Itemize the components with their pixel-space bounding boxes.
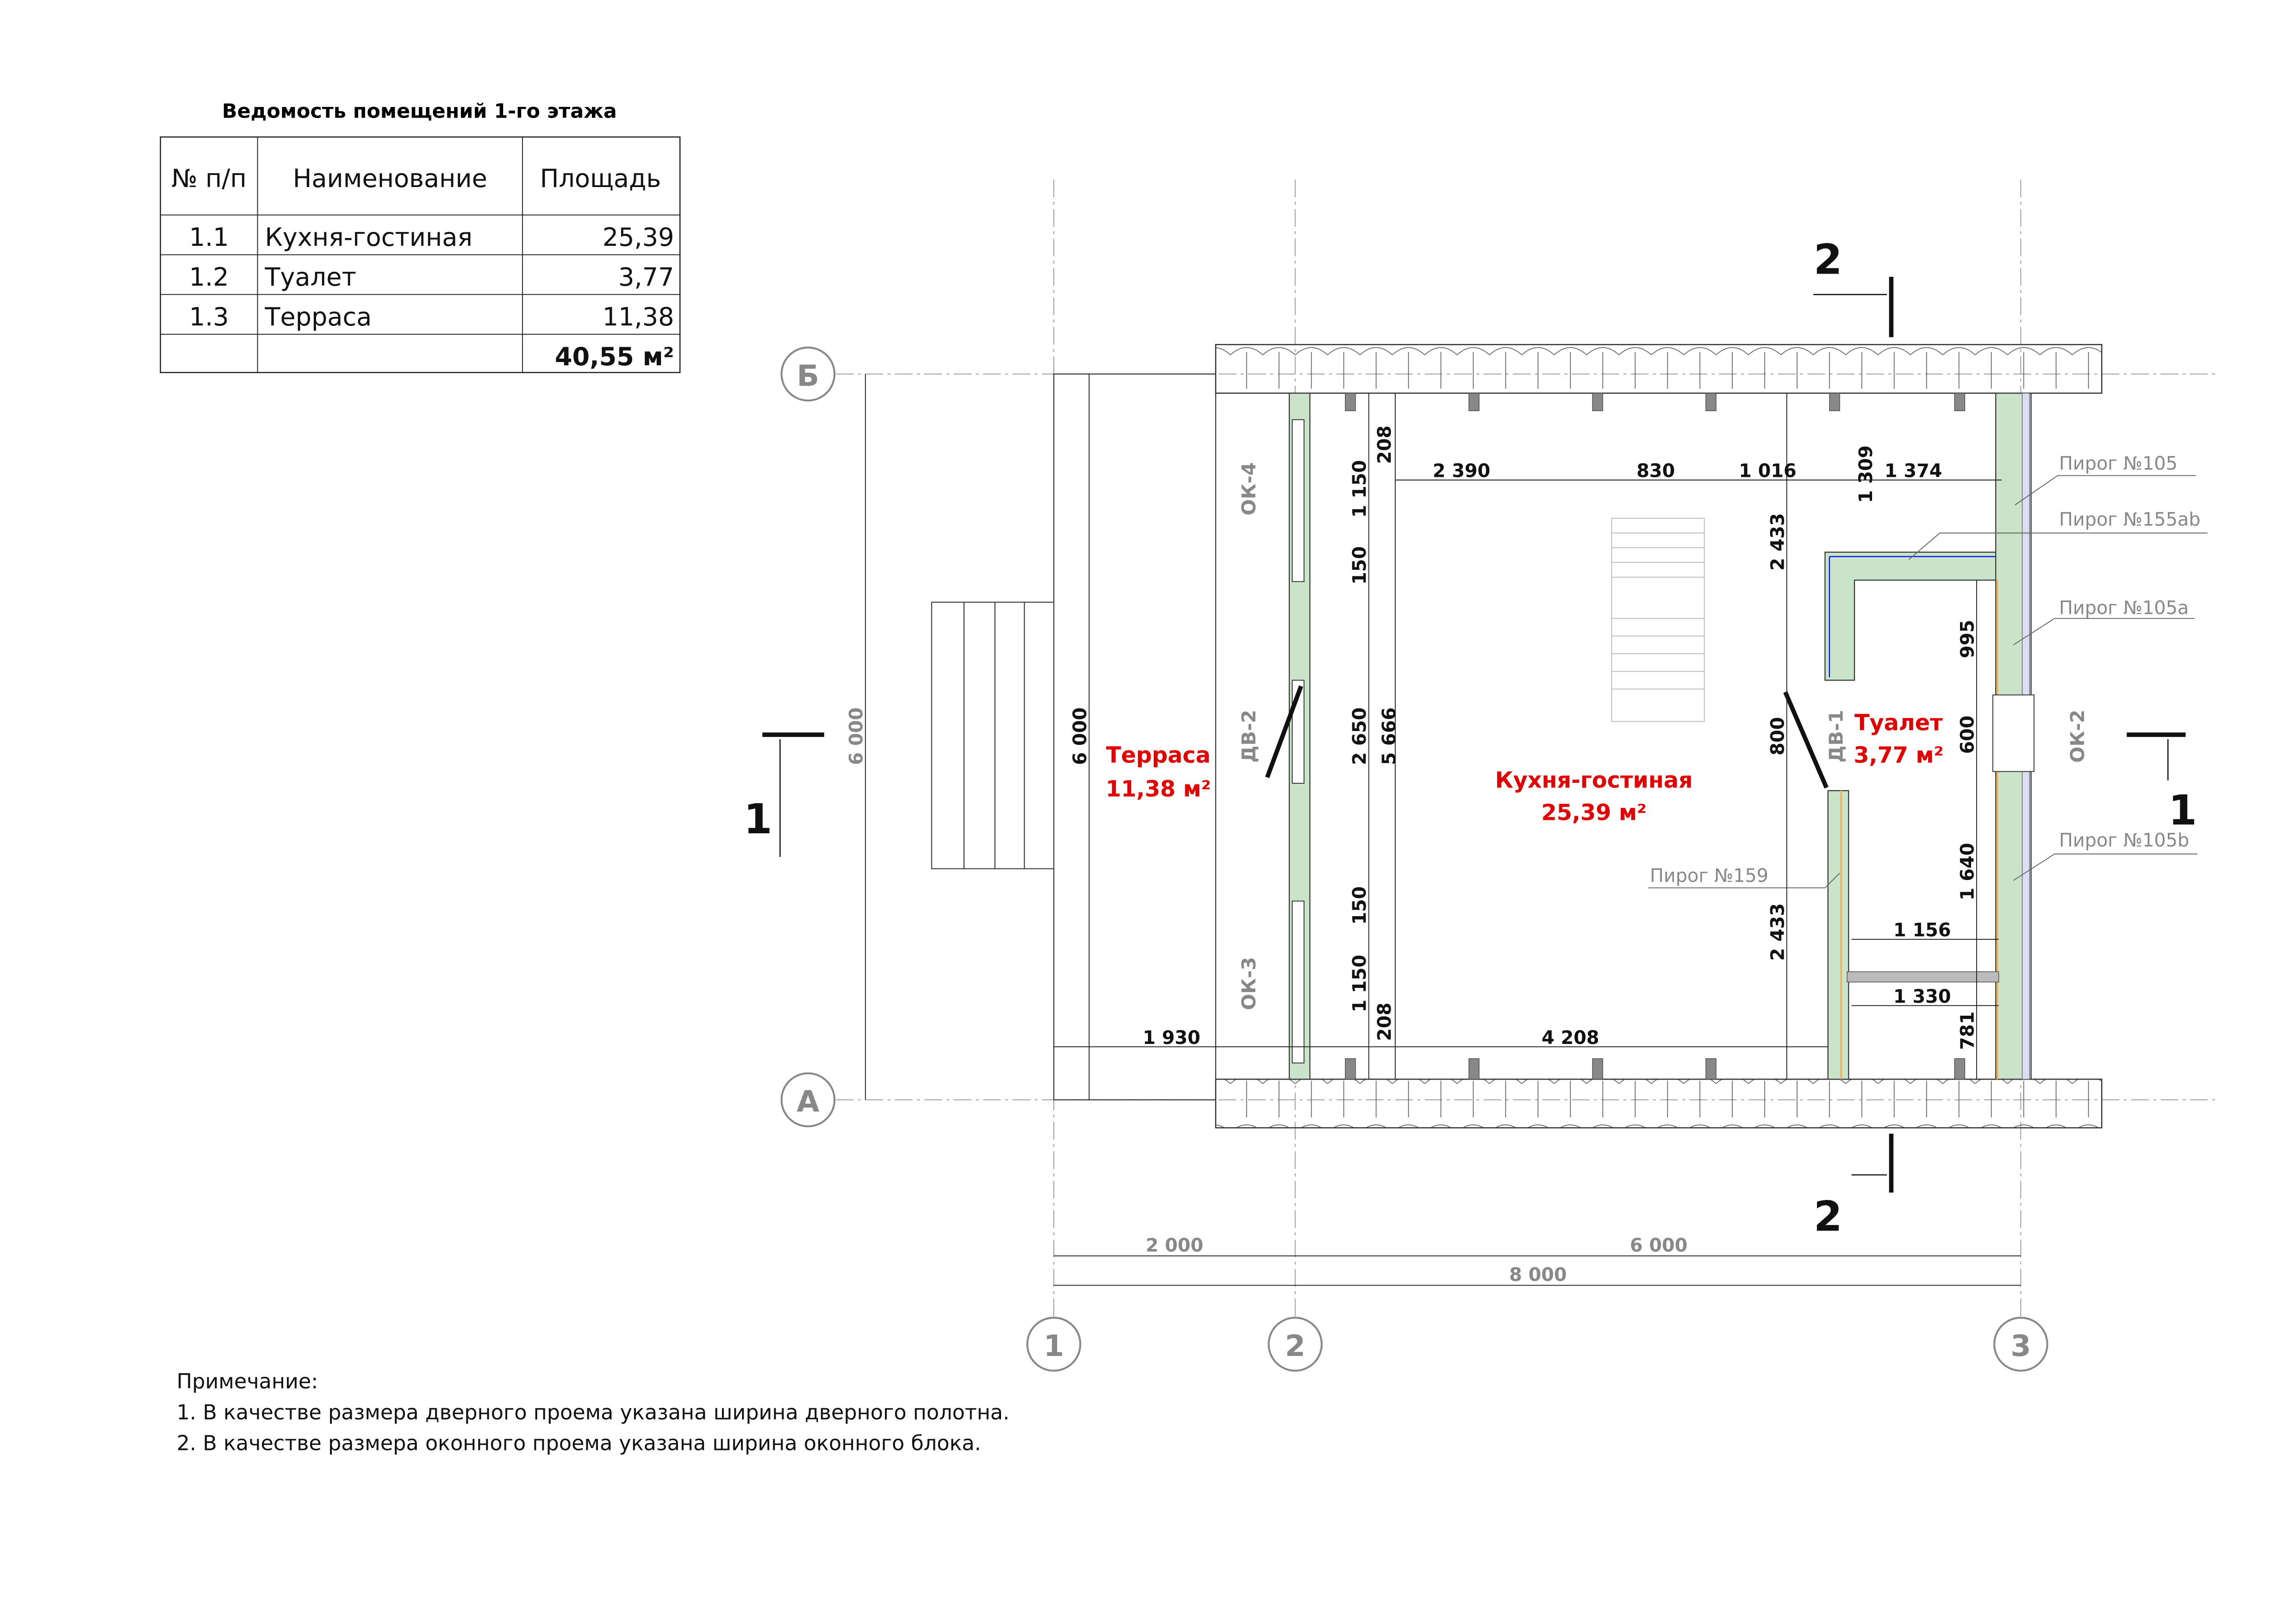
row-area: 25,39 [603, 223, 674, 252]
tag-dv1: ДВ-1 [1825, 710, 1848, 762]
note-item: 2. В качестве размера оконного проема ук… [177, 1432, 981, 1455]
interior-stairs [1611, 518, 1705, 722]
bottom-wall [1215, 1078, 2103, 1129]
schedule-title: Ведомость помещений 1-го этажа [222, 100, 617, 123]
toilet-name: Туалет [1854, 711, 1943, 736]
dim-150-bottom: 150 [1349, 886, 1370, 924]
header-name: Наименование [293, 164, 487, 193]
door-dv2-leaf [1265, 685, 1303, 778]
dim-2433-bottom: 2 433 [1767, 903, 1788, 961]
dim-1150-bottom: 1 150 [1349, 955, 1370, 1012]
dim-1374: 1 374 [1885, 461, 1942, 482]
axis-b-label: Б [797, 358, 819, 393]
kitchen-area: 25,39 м² [1541, 800, 1646, 825]
dim-5666: 5 666 [1379, 707, 1400, 765]
dim-1016: 1 016 [1739, 461, 1796, 482]
kitchen-name: Кухня-гостиная [1495, 768, 1693, 793]
axis-3-label: 3 [2010, 1329, 2031, 1363]
callout-p155ab: Пирог №155ab [2059, 509, 2201, 530]
dim-1640: 1 640 [1957, 843, 1979, 900]
row-area: 11,38 [603, 302, 674, 331]
dim-4208: 4 208 [1542, 1027, 1599, 1049]
tag-ok3: ОК-3 [1238, 957, 1260, 1010]
toilet-partition-upper [1824, 551, 2003, 681]
section-2-bottom: 2 [1814, 1193, 1842, 1241]
dim-1930: 1 930 [1143, 1027, 1200, 1049]
dim-2000: 2 000 [1146, 1235, 1203, 1256]
callout-p105: Пирог №105 [2059, 453, 2178, 475]
callout-p105a: Пирог №105a [2059, 597, 2189, 618]
dim-208-bottom: 208 [1374, 1003, 1395, 1041]
dim-830: 830 [1636, 461, 1675, 482]
dim-1156: 1 156 [1893, 920, 1951, 941]
dim-995: 995 [1957, 620, 1979, 658]
toilet-wall-left [1827, 790, 1849, 1080]
window-ok4 [1292, 419, 1305, 582]
window-ok3 [1292, 900, 1305, 1064]
dim-150-top: 150 [1349, 546, 1370, 585]
axis-2-label: 2 [1285, 1329, 1305, 1363]
note-item: 1. В качестве размера дверного проема ук… [177, 1401, 1010, 1424]
layer-callouts: Пирог №105 Пирог №155ab Пирог №105a Пиро… [1648, 453, 2208, 888]
row-num: 1.1 [189, 223, 229, 252]
terrace-name: Терраса [1106, 743, 1211, 768]
row-name: Кухня-гостиная [265, 223, 472, 252]
callout-p159: Пирог №159 [1650, 865, 1768, 887]
header-area: Площадь [540, 164, 661, 193]
dimensions: 2 390 830 1 016 1 374 1 309 2 433 800 2 … [846, 374, 2021, 1286]
door-dv1-leaf [1783, 691, 1829, 789]
axis-1-label: 1 [1044, 1329, 1064, 1363]
building-outline [931, 344, 2103, 1129]
dim-2650: 2 650 [1349, 707, 1370, 765]
row-num: 1.2 [189, 262, 229, 292]
terrace-area: 11,38 м² [1106, 777, 1211, 802]
section-2-top: 2 [1814, 236, 1842, 284]
tag-ok2: ОК-2 [2066, 710, 2089, 763]
dim-1309: 1 309 [1855, 445, 1877, 503]
row-num: 1.3 [189, 302, 229, 331]
dim-600: 600 [1957, 716, 1979, 754]
top-wall [1215, 344, 2103, 394]
section-1-left: 1 [744, 795, 772, 843]
callout-p105b: Пирог №105b [2059, 830, 2189, 851]
row-name: Туалет [264, 262, 356, 292]
terrace-stairs [931, 601, 1055, 869]
dim-2390: 2 390 [1433, 461, 1490, 482]
tag-ok4: ОК-4 [1238, 462, 1260, 516]
room-schedule: Ведомость помещений 1-го этажа № п/п Наи… [160, 100, 681, 374]
axis-a-label: А [796, 1084, 819, 1118]
toilet-area: 3,77 м² [1854, 743, 1943, 768]
notes: Примечание: 1. В качестве размера дверно… [177, 1370, 1010, 1455]
tag-dv2: ДВ-2 [1238, 710, 1260, 762]
dim-2433-top: 2 433 [1767, 513, 1788, 570]
header-num: № п/п [171, 164, 246, 193]
dim-781: 781 [1957, 1012, 1979, 1050]
table-row: 1.3 Терраса 11,38 [189, 302, 674, 331]
dim-208-top: 208 [1374, 425, 1395, 464]
window-ok2 [1992, 694, 2035, 772]
row-name: Терраса [264, 302, 372, 331]
dim-8000: 8 000 [1509, 1264, 1567, 1286]
dim-6000-terrace: 6 000 [1070, 707, 1091, 765]
dim-6000-overall: 6 000 [846, 707, 867, 765]
notes-title: Примечание: [177, 1370, 318, 1393]
row-area: 3,77 [618, 262, 674, 292]
dim-6000-axes: 6 000 [1630, 1235, 1687, 1256]
dim-1150-top: 1 150 [1349, 460, 1370, 518]
dim-800: 800 [1767, 717, 1788, 756]
total-area: 40,55 м² [555, 342, 674, 371]
section-1-right: 1 [2168, 786, 2197, 834]
table-row: 1.2 Туалет 3,77 [189, 262, 674, 292]
section-marks: 2 2 1 1 [744, 236, 2197, 1241]
dim-1330: 1 330 [1893, 986, 1951, 1007]
table-row: 1.1 Кухня-гостиная 25,39 [189, 223, 674, 252]
